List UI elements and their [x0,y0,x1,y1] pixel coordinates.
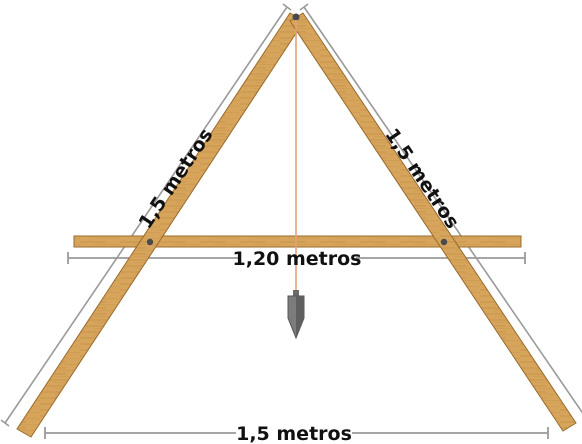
plumb-bob [287,290,305,340]
right-joint-nail [440,238,448,246]
right-leg-dimension-line [303,6,582,414]
plumb-bob-cap [293,290,299,296]
crossbar-plank [73,235,522,248]
left-joint-nail [146,238,154,246]
apex-nail [292,13,300,21]
left-leg-dimension-tick-bottom [0,419,10,427]
left-leg-dimension-line [4,6,288,424]
left-leg-plank [16,12,305,438]
crossbar-dimension [67,252,526,264]
left-leg-dimension [0,3,292,427]
base-label: 1,5 metros [236,423,352,444]
plumb-bob-shade [296,296,304,338]
right-leg-plank [289,12,577,432]
right-leg-dimension-tick-top [299,3,309,11]
crossbar-label: 1,20 metros [233,248,362,270]
left-leg-dimension-tick-top [282,3,292,11]
base-dimension [44,427,549,439]
right-leg-dimension [299,3,582,414]
